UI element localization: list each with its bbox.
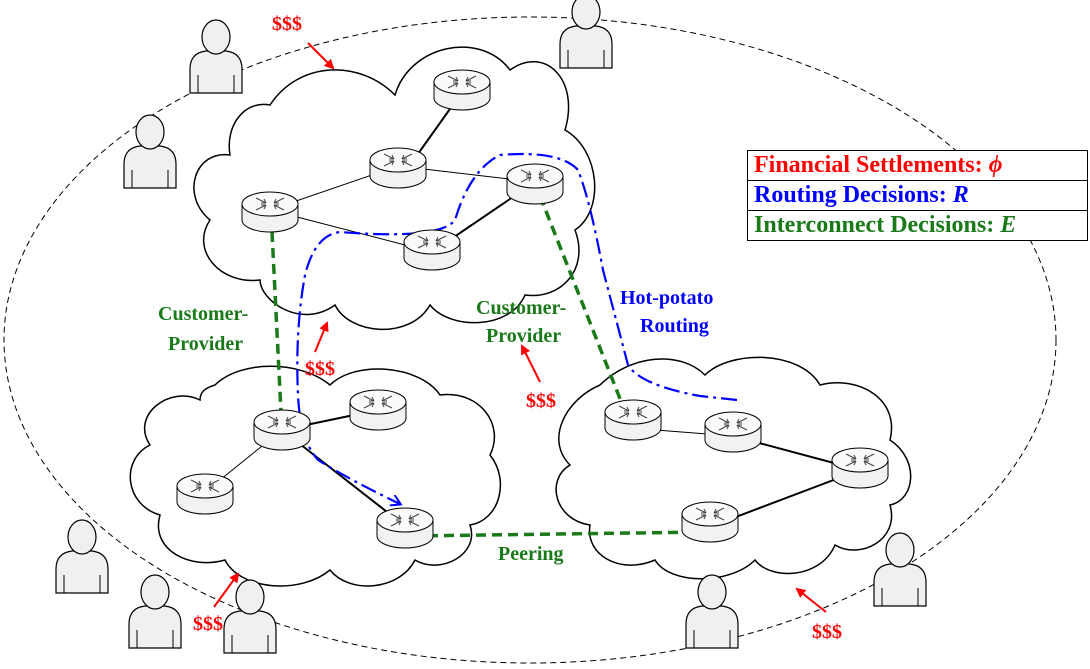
router-icon <box>604 399 662 441</box>
router-icon <box>403 229 461 271</box>
router-icon <box>506 163 564 205</box>
user-icon <box>128 574 182 649</box>
relationship-labels: Customer- Provider Customer- Provider Pe… <box>158 297 566 565</box>
router-icon <box>433 69 491 111</box>
interconnect-links <box>266 186 708 542</box>
customer-provider-label-center-line2: Provider <box>486 325 561 347</box>
legend-routing: Routing Decisions: R <box>748 181 1087 211</box>
user-icon <box>55 519 109 594</box>
router-icon <box>253 409 311 451</box>
legend-interconnect-label: Interconnect Decisions: <box>754 212 1001 238</box>
legend-routing-label: Routing Decisions: <box>754 182 953 208</box>
customer-provider-label-center-line1: Customer- <box>476 297 566 319</box>
legend-routing-symbol: R <box>952 182 969 208</box>
money-label: $$$ <box>272 13 302 35</box>
legend-interconnect: Interconnect Decisions: E <box>748 211 1087 240</box>
router-icon <box>376 507 434 549</box>
user-icon <box>873 532 927 607</box>
router-icon <box>241 191 299 233</box>
customer-provider-label-left-line1: Customer- <box>158 303 248 325</box>
legend-financial-label: Financial Settlements: <box>754 152 989 178</box>
peering-label: Peering <box>498 543 564 565</box>
legend-interconnect-symbol: E <box>1000 212 1017 238</box>
money-label: $$$ <box>193 613 223 635</box>
customer-provider-label-left-line2: Provider <box>168 333 243 355</box>
legend-box: Financial Settlements: ϕ Routing Decisio… <box>747 150 1088 241</box>
user-icon <box>685 574 739 649</box>
legend-financial: Financial Settlements: ϕ <box>748 151 1087 181</box>
money-label: $$$ <box>526 390 556 412</box>
router-icon <box>704 411 762 453</box>
money-label: $$$ <box>812 621 842 643</box>
user-icon <box>189 19 243 94</box>
routing-labels: Hot-potato Routing <box>620 287 713 337</box>
router-icon <box>831 447 889 489</box>
money-label: $$$ <box>305 358 335 380</box>
payment-labels: $$$ $$$ $$$ $$$ $$$ <box>193 13 842 643</box>
payment-arrows <box>213 42 827 613</box>
routing-path <box>296 152 738 504</box>
router-icon <box>176 473 234 515</box>
hot-potato-label-line2: Routing <box>640 315 709 337</box>
hot-potato-label-line1: Hot-potato <box>620 287 713 309</box>
user-icon <box>559 0 613 69</box>
router-icon <box>681 501 739 543</box>
router-icon <box>349 389 407 431</box>
internet-boundary <box>3 16 1057 664</box>
user-icon <box>123 114 177 189</box>
network-cloud-left <box>129 365 502 587</box>
legend-financial-symbol: ϕ <box>988 152 1003 178</box>
user-icon <box>223 579 277 654</box>
router-icon <box>369 147 427 189</box>
